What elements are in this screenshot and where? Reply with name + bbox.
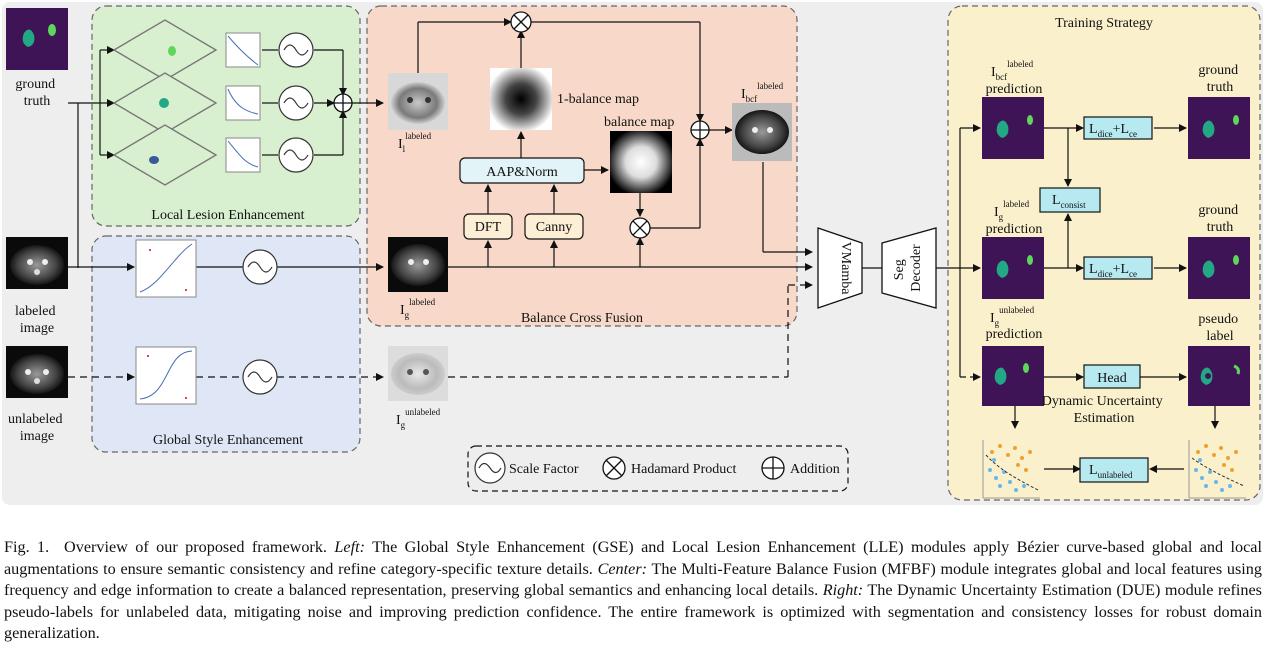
ground-truth-2-label: ground truth bbox=[1198, 203, 1241, 235]
legend-addition-icon bbox=[761, 456, 785, 480]
uncertainty-scatter-right bbox=[1188, 440, 1246, 499]
framework-diagram: Local Lesion Enhancement Global Style En… bbox=[2, 2, 1263, 505]
unlabeled-image-thumbnail bbox=[6, 346, 68, 398]
head-label: Head bbox=[1097, 371, 1127, 386]
balance-map-image bbox=[610, 131, 672, 193]
lle-flow-lines bbox=[68, 46, 384, 268]
caption-right-text: The Dynamic Uncertainty Estimation (DUE)… bbox=[4, 581, 1262, 642]
i-l-labeled-image bbox=[388, 73, 448, 130]
training-title: Training Strategy bbox=[1055, 16, 1153, 31]
labeled-image-label: labeled image bbox=[15, 304, 59, 336]
ground-truth-1-mask bbox=[1188, 97, 1250, 159]
pseudo-label-mask bbox=[1188, 346, 1250, 406]
pred-g-unlabeled-label: Igunlabeled bbox=[990, 305, 1035, 328]
lle-lesion-masks bbox=[112, 19, 218, 186]
legend-hadamard-label: Hadamard Product bbox=[631, 462, 736, 477]
ground-truth-2-mask bbox=[1188, 237, 1250, 299]
caption-right-label: Right: bbox=[822, 581, 864, 599]
pseudo-label-label: pseudo label bbox=[1198, 312, 1241, 344]
gse-module bbox=[91, 235, 361, 453]
caption-intro: Overview of our proposed framework. bbox=[64, 538, 327, 556]
lle-scale-factor-icons bbox=[278, 32, 314, 173]
loss-dice-ce-1-label: Ldice+Lce bbox=[1089, 122, 1137, 139]
legend-scale-factor-icon bbox=[474, 452, 506, 484]
pred-bcf-mask bbox=[982, 97, 1044, 159]
i-bcf-label: Ibcflabeled bbox=[741, 81, 784, 104]
bcf-title: Balance Cross Fusion bbox=[521, 311, 643, 326]
figure-caption: Fig. 1. Overview of our proposed framewo… bbox=[4, 537, 1262, 645]
i-l-label: Illabeled bbox=[398, 131, 432, 154]
caption-left-label: Left: bbox=[334, 538, 365, 556]
caption-left-text: The Global Style Enhancement (GSE) and L… bbox=[4, 538, 1262, 578]
legend-hadamard-icon bbox=[602, 456, 626, 480]
loss-unlabeled-label: Lunlabeled bbox=[1089, 463, 1133, 480]
pred-g-mask bbox=[982, 237, 1044, 299]
bcf-addition-icon bbox=[690, 120, 710, 140]
pred-bcf-label: Ibcflabeled bbox=[991, 59, 1034, 82]
caption-center-label: Center: bbox=[597, 559, 648, 578]
loss-consist-label: Lconsist bbox=[1052, 193, 1086, 210]
ground-truth-1-label: ground truth bbox=[1198, 63, 1241, 95]
pred-bcf-sublabel: prediction bbox=[986, 82, 1043, 97]
gse-bezier-curves bbox=[135, 239, 197, 405]
loss-dice-ce-1-box bbox=[1083, 116, 1153, 140]
due-label: Dynamic Uncertainty Estimation bbox=[1042, 394, 1166, 426]
ground-truth-label: ground truth bbox=[15, 77, 58, 109]
gse-flow-lines bbox=[68, 263, 384, 381]
loss-dice-ce-2-box bbox=[1083, 256, 1153, 280]
gse-scale-factor-icons bbox=[242, 249, 278, 395]
pred-g-sublabel: prediction bbox=[986, 222, 1043, 237]
head-box bbox=[1083, 364, 1141, 389]
training-flow-lines bbox=[936, 124, 1219, 473]
lle-title: Local Lesion Enhancement bbox=[151, 208, 304, 223]
i-g-unlabeled-label: Igunlabeled bbox=[396, 407, 441, 430]
legend-addition-label: Addition bbox=[790, 462, 840, 477]
lle-bezier-curves bbox=[225, 32, 261, 173]
seg-decoder bbox=[881, 227, 937, 309]
uncertainty-scatter-left bbox=[982, 440, 1040, 499]
balance-map-label: balance map bbox=[604, 115, 674, 130]
gse-title: Global Style Enhancement bbox=[153, 433, 303, 448]
canny-label: Canny bbox=[536, 220, 573, 235]
hadamard-bottom-icon bbox=[629, 217, 651, 239]
labeled-image-thumbnail bbox=[6, 237, 68, 289]
legend-box bbox=[467, 445, 849, 492]
seg-decoder-label: Seg Decoder bbox=[892, 244, 924, 292]
vmamba-label: VMamba bbox=[838, 242, 853, 296]
one-minus-balance-map-image bbox=[490, 68, 552, 130]
lle-addition-icon bbox=[333, 93, 353, 113]
pred-g-unlabeled-mask bbox=[982, 346, 1044, 406]
i-bcf-labeled-image bbox=[732, 103, 792, 161]
loss-unlabeled-box bbox=[1079, 457, 1149, 483]
loss-consist-box bbox=[1039, 187, 1101, 213]
loss-dice-ce-2-label: Ldice+Lce bbox=[1089, 262, 1137, 279]
vmamba-encoder bbox=[817, 227, 863, 309]
caption-center-text: The Multi-Feature Balance Fusion (MFBF) … bbox=[4, 559, 1262, 600]
unlabeled-image-label: unlabeled image bbox=[8, 412, 66, 444]
aap-norm-label: AAP&Norm bbox=[486, 165, 558, 180]
bcf-flow-lines bbox=[417, 18, 813, 378]
hadamard-top-icon bbox=[510, 11, 532, 33]
i-g-labeled-image bbox=[388, 237, 448, 292]
pred-g-unlabeled-sublabel: prediction bbox=[986, 327, 1043, 342]
legend-scale-factor-label: Scale Factor bbox=[509, 462, 579, 477]
i-g-label: Iglabeled bbox=[400, 297, 436, 320]
ground-truth-thumbnail bbox=[6, 8, 68, 70]
pred-g-label: Iglabeled bbox=[994, 199, 1030, 222]
dft-label: DFT bbox=[475, 220, 502, 235]
i-g-unlabeled-image bbox=[388, 346, 448, 401]
one-minus-balance-map-label: 1-balance map bbox=[557, 92, 639, 107]
caption-fig-number: Fig. 1. bbox=[4, 538, 50, 556]
